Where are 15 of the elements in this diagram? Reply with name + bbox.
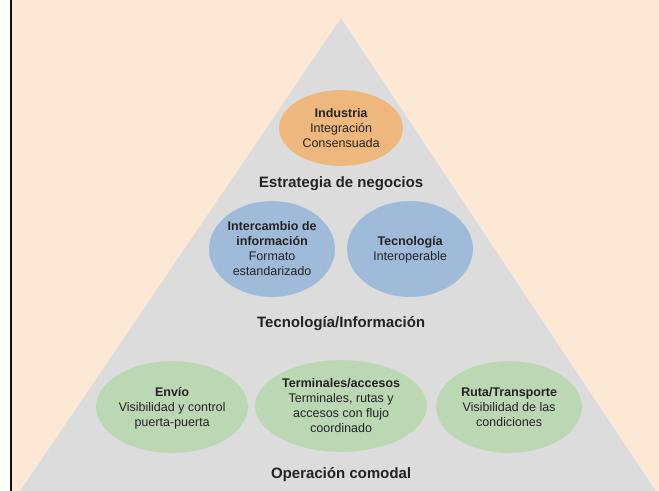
- node-title: Industria: [314, 106, 368, 120]
- node-title: Intercambio de información: [226, 219, 318, 249]
- node-description: Interoperable: [373, 249, 447, 264]
- tier-label: Estrategia de negocios: [258, 174, 424, 191]
- tier-label: Tecnología/Información: [256, 314, 426, 331]
- node-description: Terminales, rutas y accesos con flujo coordinado: [288, 391, 394, 436]
- node-description: Formato estandarizado: [232, 249, 312, 279]
- node-title: Tecnología: [377, 234, 443, 249]
- node-title: Envío: [154, 384, 190, 400]
- tier-label: Operación comodal: [270, 465, 412, 482]
- node-description: Integración Consensuada: [301, 120, 381, 150]
- node-title: Ruta/Transporte: [461, 384, 557, 400]
- node-description: Visibilidad de las condiciones: [462, 400, 556, 430]
- node-title: Terminales/accesos: [282, 376, 400, 391]
- node-description: Visibilidad y control puerta-puerta: [118, 400, 226, 430]
